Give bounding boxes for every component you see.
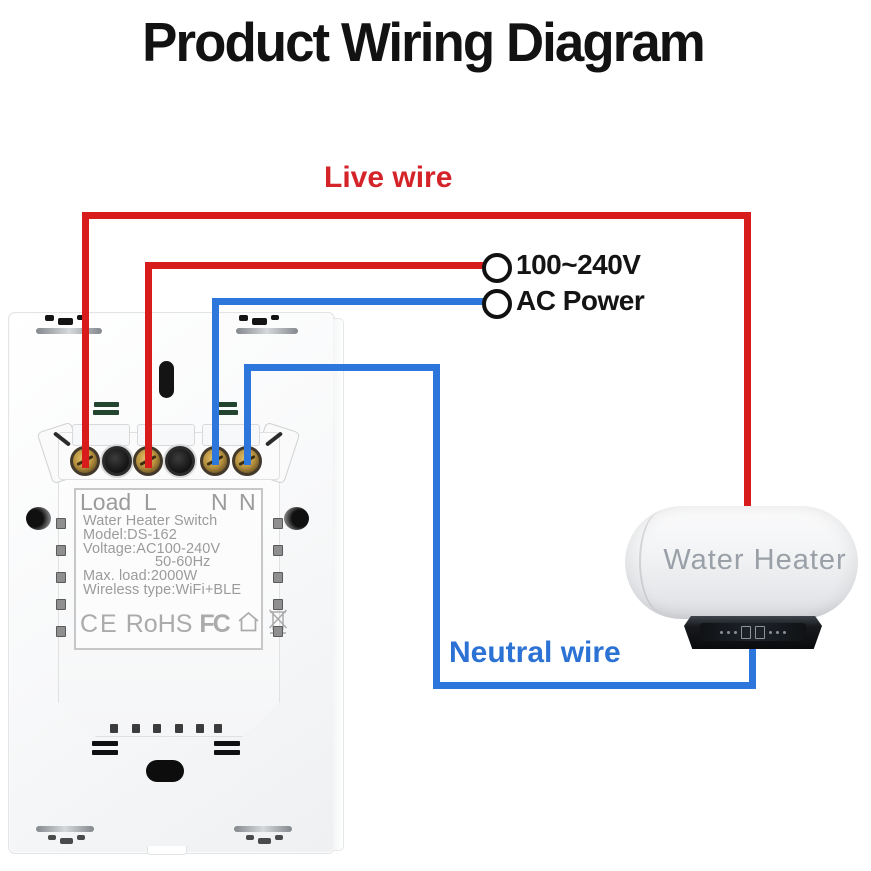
module-side-clip (56, 599, 66, 610)
spec-line: Wireless type:WiFi+BLE (83, 581, 242, 598)
power-voltage-label: 100~240V (516, 249, 641, 280)
module-side-clip (56, 518, 66, 529)
live-wire-l-drop (145, 262, 152, 468)
terminal-label-l: L (144, 489, 157, 515)
mounting-hole-bottom (146, 760, 184, 782)
neutral-wire-bottom-horizontal (433, 682, 756, 689)
terminal-label-n1: N (211, 489, 228, 515)
terminal-vent-bar (212, 402, 237, 407)
module-side-clip (273, 545, 283, 556)
terminal-cover-tab (202, 424, 260, 446)
live-wire-label: Live wire (324, 161, 453, 194)
neutral-wire-n1-drop (212, 298, 219, 465)
plate-bottom-right-slot (234, 826, 292, 832)
plate-bottom-clip-mark (48, 835, 56, 840)
plate-bottom-left-slot (36, 826, 94, 832)
terminal-cover-tab (72, 424, 130, 446)
plate-bottom-clip-mark (77, 835, 85, 840)
plate-top-right-slot (236, 328, 298, 334)
terminal-screw-empty-1 (102, 446, 132, 476)
display-digit (741, 625, 751, 639)
display-dot (720, 630, 723, 634)
terminal-label-load: Load (80, 489, 132, 515)
bottom-vent-bar (214, 750, 240, 755)
module-side-clip (273, 626, 283, 637)
plate-bottom-clip-mark (275, 835, 283, 840)
display-dot (727, 630, 730, 634)
neutral-wire-n2-drop (244, 364, 251, 465)
neutral-wire-upper-horizontal (244, 364, 440, 371)
heater-display (700, 623, 806, 641)
module-side-clip (273, 518, 283, 529)
module-bottom-clip (214, 724, 222, 733)
module-side-clip (56, 545, 66, 556)
spec-line: Max. load:2000W (83, 568, 198, 585)
bottom-vent-bar (92, 750, 118, 755)
live-wire-source-horizontal (145, 262, 484, 269)
power-terminal-neutral-icon (482, 289, 512, 319)
bottom-vent-bar (92, 741, 118, 746)
plate-top-left-slot (36, 328, 102, 334)
neutral-wire-long-vertical (433, 364, 440, 689)
house-icon (236, 610, 261, 639)
plate-bottom-clip-mark (246, 835, 254, 840)
terminal-vent-bar (94, 402, 119, 407)
spec-line: Model:DS-162 (83, 526, 177, 543)
display-dot (769, 630, 772, 634)
plate-bottom-notch (147, 846, 187, 855)
plate-screw-hole-right (284, 507, 309, 530)
plate-screw-hole-left (26, 507, 51, 530)
fcc-mark: FC (199, 609, 230, 638)
spec-label-box (74, 488, 263, 650)
plate-clip-mark (271, 315, 279, 320)
live-wire-load-drop (82, 212, 89, 468)
live-wire-top-horizontal (82, 212, 751, 219)
plate-bottom-clip-mark (60, 838, 73, 844)
module-bottom-clip (196, 724, 204, 733)
spec-line: Water Heater Switch (83, 513, 218, 529)
plate-clip-mark (252, 318, 267, 325)
bottom-vent-bar (214, 741, 240, 746)
power-type-label: AC Power (516, 285, 645, 316)
page-title: Product Wiring Diagram (142, 11, 706, 73)
plate-clip-mark (77, 315, 85, 320)
display-dot (734, 630, 737, 634)
ce-mark: CE (80, 609, 119, 638)
heater-control-panel (684, 616, 822, 649)
plate-clip-mark (45, 315, 54, 321)
terminal-vent-bar (93, 410, 119, 415)
neutral-wire-heater-riser (749, 645, 756, 689)
certification-row: CE RoHS FC (80, 608, 287, 639)
display-dot (783, 630, 786, 634)
water-heater-body (625, 506, 858, 619)
module-bottom-clip (175, 724, 183, 733)
module-bottom-clip (132, 724, 140, 733)
terminal-screw-empty-2 (165, 446, 195, 476)
module-bottom-clip (153, 724, 161, 733)
display-digit (755, 625, 765, 639)
plate-clip-mark (239, 315, 248, 321)
water-heater-label: Water Heater (663, 544, 847, 576)
switch-plate-side-edge (333, 318, 344, 851)
spec-line: Voltage:AC100-240V (83, 540, 221, 557)
spec-text-block: Water Heater Switch Model:DS-162 Voltage… (83, 513, 255, 598)
terminal-vent-bar (212, 410, 238, 415)
neutral-wire-label: Neutral wire (449, 636, 621, 669)
plate-clip-mark (58, 318, 73, 325)
module-side-clip (273, 599, 283, 610)
mounting-hole-top (159, 361, 174, 398)
module-bottom-clip (110, 724, 118, 733)
module-side-clip (56, 626, 66, 637)
module-side-clip (273, 572, 283, 583)
rohs-mark: RoHS (125, 609, 193, 638)
terminal-label-n2: N (239, 489, 256, 515)
plate-bottom-clip-mark (258, 838, 271, 844)
live-wire-heater-drop (744, 212, 751, 510)
display-dot (776, 630, 779, 634)
module-side-clip (56, 572, 66, 583)
power-terminal-live-icon (482, 253, 512, 283)
weee-bin-icon (268, 608, 288, 640)
spec-line: 50-60Hz (155, 554, 211, 571)
neutral-wire-source-horizontal (212, 298, 484, 305)
